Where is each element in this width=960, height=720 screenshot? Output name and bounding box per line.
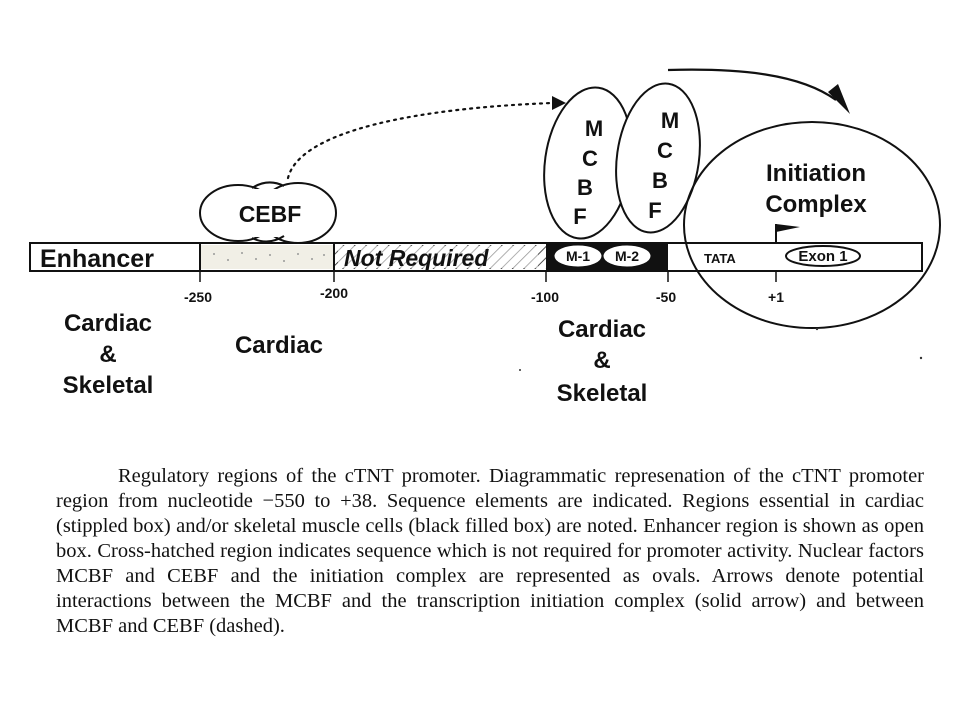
m1-label: M-1 xyxy=(566,248,590,264)
dashed-arrow xyxy=(286,101,554,180)
m2-label: M-2 xyxy=(615,248,639,264)
initiation-complex-oval xyxy=(683,121,941,329)
promoter-diagram: Enhancer Not Required M-1 M-2 TATA Exon … xyxy=(29,68,941,407)
start-flag xyxy=(776,224,800,232)
cebf-factor: CEBF xyxy=(199,181,337,244)
m1-oval xyxy=(554,245,602,267)
stipple-dots xyxy=(213,252,325,262)
figure-caption: Regulatory regions of the cTNT promoter.… xyxy=(56,465,924,637)
tick-marks xyxy=(199,271,777,282)
mcbf-2-letters: M C B F xyxy=(648,108,679,223)
scan-specks xyxy=(519,327,923,371)
not-required-label: Not Required xyxy=(344,245,489,271)
mcbf-2-letter-b: B xyxy=(652,168,668,193)
activity-middle: Cardiac xyxy=(235,332,323,359)
tick-label-minus100: -100 xyxy=(531,289,559,305)
solid-arrow xyxy=(667,68,837,101)
mcbf-1-letter-f: F xyxy=(573,204,586,229)
activity-right-line1: Cardiac xyxy=(558,316,646,343)
tick-label-plus1: +1 xyxy=(768,289,784,305)
exon1-label: Exon 1 xyxy=(798,248,847,265)
dashed-arrow-head xyxy=(552,96,566,110)
stippled-cardiac-box xyxy=(200,245,334,269)
activity-right-line2: & xyxy=(593,347,610,374)
mcbf-1-letter-b: B xyxy=(577,175,593,200)
m2-oval xyxy=(603,245,651,267)
exon1-oval xyxy=(785,245,861,267)
initiation-label-line1: Initiation xyxy=(766,160,866,187)
mcbf-2-letter-f: F xyxy=(648,198,661,223)
mcbf-oval-2 xyxy=(615,82,701,234)
mcbf-1-letter-m: M xyxy=(585,116,603,141)
tick-label-minus50: -50 xyxy=(656,289,676,305)
activity-left-line1: Cardiac xyxy=(64,310,152,337)
tata-label: TATA xyxy=(704,251,736,266)
mcbf-2-letter-m: M xyxy=(661,108,679,133)
tick-label-minus200: -200 xyxy=(320,285,348,301)
activity-left-line3: Skeletal xyxy=(63,372,154,399)
initiation-label-line2: Complex xyxy=(765,191,867,218)
cebf-label: CEBF xyxy=(239,201,302,227)
enhancer-label: Enhancer xyxy=(40,245,154,273)
mcbf-1-letters: M C B F xyxy=(573,116,603,229)
mcbf-1-letter-c: C xyxy=(582,146,598,171)
mcbf-2-letter-c: C xyxy=(657,138,673,163)
activity-left-line2: & xyxy=(99,341,116,368)
tick-label-minus250: -250 xyxy=(184,289,212,305)
solid-arrow-head xyxy=(828,84,850,114)
activity-right-line3: Skeletal xyxy=(557,380,648,407)
